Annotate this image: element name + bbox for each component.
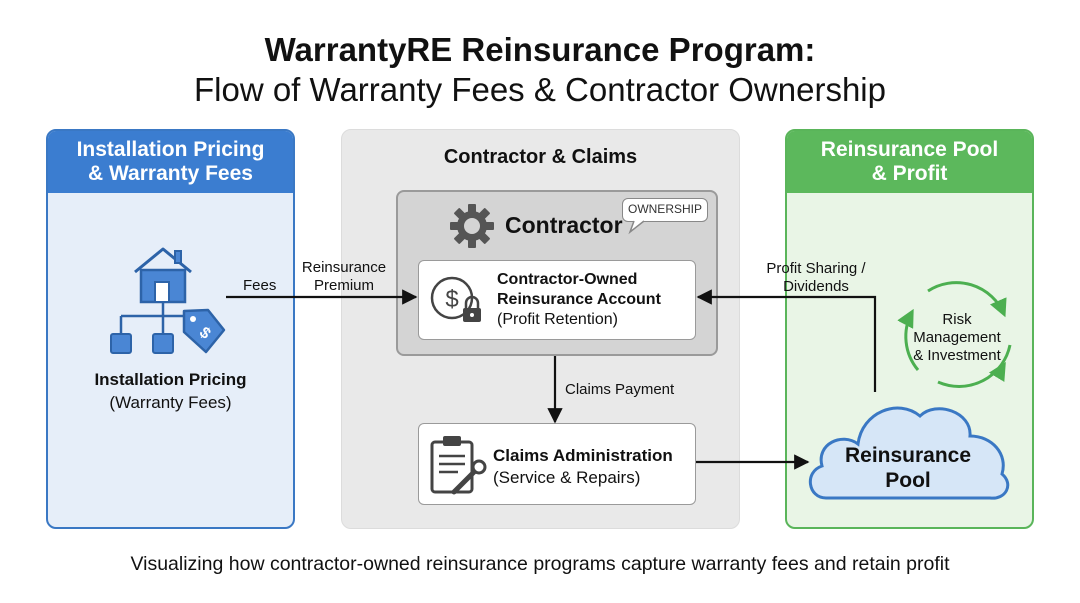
reinsurance-premium-line1: Reinsurance	[301, 259, 387, 276]
profit-sharing-line2: Dividends	[783, 278, 849, 295]
ownership-badge: OWNERSHIP	[622, 198, 708, 222]
cloud-icon	[809, 406, 1010, 500]
page-title: WarrantyRE Reinsurance Program:	[264, 31, 816, 68]
ownership-bubble-tail	[628, 220, 645, 235]
installation-pricing-panel-header: Installation Pricing & Warranty Fees	[48, 131, 293, 193]
warranty-fees-caption: (Warranty Fees)	[109, 393, 232, 412]
claims-admin-line1: Claims Administration	[493, 446, 673, 465]
footer-caption: Visualizing how contractor-owned reinsur…	[130, 553, 950, 575]
reinsurance-pool-title-line1: Reinsurance Pool	[820, 138, 999, 161]
price-tag-icon: $	[182, 308, 226, 354]
risk-line1: Risk	[942, 311, 972, 328]
risk-line3: & Investment	[913, 347, 1001, 364]
account-line1: Contractor-Owned	[497, 271, 638, 288]
coin-lock-icon: $	[430, 276, 481, 322]
profit-sharing-label: Profit Sharing / Dividends	[755, 260, 877, 296]
profit-sharing-line1: Profit Sharing /	[766, 260, 866, 277]
fees-label: Fees	[243, 277, 277, 294]
page-subtitle: Flow of Warranty Fees & Contractor Owner…	[193, 71, 886, 108]
svg-text:$: $	[445, 286, 458, 313]
reinsurance-pool-label: Reinsurance Pool	[818, 443, 998, 493]
risk-management-label: Risk Management & Investment	[905, 311, 1009, 365]
pool-line2: Pool	[885, 469, 931, 492]
contractor-claims-panel-title: Contractor & Claims	[443, 146, 638, 168]
installation-pricing-title-line2: & Warranty Fees	[88, 162, 253, 185]
cycle-arrows-icon	[897, 281, 1012, 388]
flow-arrows	[226, 289, 877, 470]
reinsurance-premium-label: Reinsurance Premium	[296, 259, 392, 295]
account-line2: Reinsurance Account	[497, 291, 661, 308]
risk-line2: Management	[913, 329, 1001, 346]
reinsurance-pool-panel-header: Reinsurance Pool & Profit	[787, 131, 1032, 193]
reinsurance-premium-line2: Premium	[313, 277, 374, 294]
claims-admin-line2: (Service & Repairs)	[493, 468, 641, 487]
profit-sharing-arrow	[696, 289, 877, 392]
account-line3: (Profit Retention)	[497, 311, 618, 328]
installation-pricing-panel: Installation Pricing & Warranty Fees	[46, 129, 295, 529]
claims-payment-label: Claims Payment	[565, 381, 675, 398]
pool-line1: Reinsurance	[844, 444, 972, 467]
reinsurance-pool-title-line2: & Profit	[871, 162, 948, 185]
installation-pricing-caption: Installation Pricing	[94, 370, 247, 389]
clipboard-wrench-icon	[430, 436, 487, 495]
contractor-title: Contractor	[505, 212, 623, 238]
gear-icon	[450, 204, 494, 248]
installation-pricing-title-line1: Installation Pricing	[76, 138, 265, 161]
house-network-icon	[110, 247, 192, 354]
